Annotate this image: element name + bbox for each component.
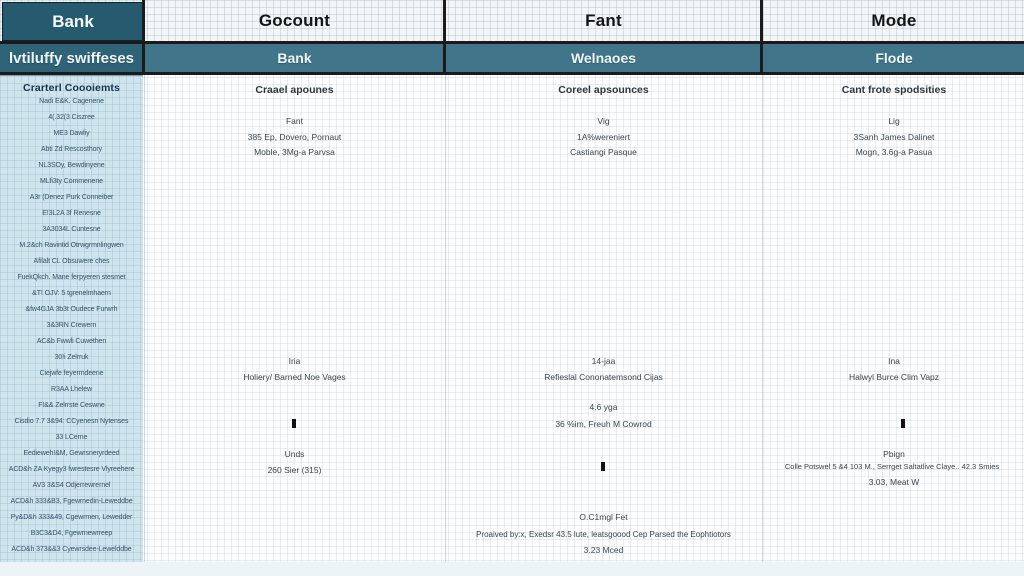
mode-line: Pbign [883, 449, 905, 459]
fant-footnote: O.C1mgl Fet [579, 512, 628, 522]
sidebar-item: B3C3&D4, Fgewrnewrreep [30, 530, 113, 537]
fant-line: 36 %im, Freuh M Cowrod [555, 419, 652, 429]
data-marker [901, 419, 905, 428]
header-row-top [0, 0, 1024, 41]
band-label-bank-text: Bank [277, 50, 312, 66]
sidebar-item: Cisdio 7.7 3&94: CCyenesn Nytenses [14, 418, 129, 425]
sidebar-item: NL3SOy, Bewdinyene [38, 162, 105, 169]
column-separator-3-header [760, 0, 763, 75]
sidebar-item: M.2&ch Ravintid Otrwgrmnlingwen [19, 242, 124, 249]
row-labels-sidebar: Crarterl Coooiemts Nadi E&K. Cagenene 4(.… [0, 75, 143, 563]
mode-line: 3Sanh James Dalinet [853, 132, 935, 142]
sidebar-item: MLfi3ty Commenene [40, 178, 103, 185]
gocount-line: Holiery/ Barned Noe Vages [243, 372, 346, 382]
sidebar-item: 3A3034L Cuntesne [42, 226, 101, 233]
sidebar-item: E!3L2A 3f Renesne [42, 210, 101, 217]
gocount-line: Iria [288, 356, 301, 366]
bottom-margin-strip [0, 562, 1024, 576]
band-label-flode: Flode [764, 44, 1024, 72]
sidebar-item: AC&b Fwwli Cuwethen [36, 338, 107, 345]
sidebar-item: R3AA Lhelew [51, 386, 92, 393]
band-title-text: lvtiluffy swiffeses [8, 49, 135, 67]
mode-line: Halwyl Burce Clim Vapz [848, 372, 940, 382]
sidebar-item: 4(.32(3 Ciszree [48, 114, 95, 121]
column-separator-2-body [445, 75, 446, 562]
mode-line: Lig [888, 116, 900, 126]
mode-line: Ina [888, 356, 900, 366]
gocount-line: 385 Ep, Dovero, Pornaut [247, 132, 342, 142]
header-cell-bank: Bank [2, 2, 144, 41]
sidebar-item: A3r (Denez Purk Conneiber [29, 194, 114, 201]
header-label-mode: Mode [764, 0, 1024, 41]
fant-line: Vig [597, 116, 610, 126]
band-label-welnaoes: Welnaoes [447, 44, 760, 72]
sidebar-item: FuekQkch. Mane ferpyeren stesmet [17, 274, 126, 281]
header-label-mode-text: Mode [871, 10, 917, 30]
fant-line: Castiangi Pasque [570, 147, 637, 157]
sidebar-item: &fw4GJA 3b3t Oudece Furwrh [25, 306, 118, 313]
header-label-gocount-text: Gocount [258, 10, 331, 30]
header-row-band [0, 44, 1024, 72]
header-divider-bottom [0, 72, 1024, 75]
data-marker [292, 419, 296, 428]
fant-line: 4.6 yga [589, 402, 618, 412]
mode-line: 3.03, Meat W [868, 477, 920, 487]
column-separator-1-body [144, 75, 145, 562]
mode-line: Mogn, 3.6g-a Pasua [855, 147, 933, 157]
sidebar-item: Abti Zd Rescosthory [40, 146, 103, 153]
sidebar-item: 3&3RN Crewern [46, 322, 97, 329]
data-marker [601, 462, 605, 471]
sidebar-item: ME3 Dawliy [53, 130, 90, 137]
sidebar-item: 33 LCerne [55, 434, 88, 441]
fant-footnote: 3.23 Mced [583, 545, 624, 555]
sidebar-item: AV3 3&S4 Odjerrewrernel [32, 482, 111, 489]
sidebar-item: 30!i Zelrruk [54, 354, 89, 361]
column-separator-1-header [142, 0, 145, 75]
sidebar-item: Py&D&h 333&49, Cgewrmen, Lewedder [10, 514, 133, 521]
mode-line: Colle Potswel 5 &4 103 M., Serrget Salta… [784, 462, 1000, 471]
column-separator-2-header [443, 0, 446, 75]
header-label-bank: Bank [52, 11, 94, 31]
sidebar-title: Crarterl Coooiemts [23, 82, 120, 94]
column-separator-3-body [762, 75, 763, 562]
band-label-flode-text: Flode [875, 50, 913, 66]
fant-section-title: Coreel apsounces [558, 84, 649, 96]
mode-section-title: Cant frote spodsities [841, 84, 947, 96]
sidebar-item: Eedieweh!&M, Gewrsneryrdeed [23, 450, 120, 457]
gocount-line: Fant [285, 116, 303, 126]
sidebar-item: Nadi E&K. Cagenene [39, 98, 104, 105]
header-label-fant: Fant [447, 0, 760, 41]
fant-line: Refieslal Cononatemsond Cijas [544, 372, 663, 382]
fant-footnote: Proaived by:x, Exedsr 43.5 lute, leatsgo… [476, 530, 731, 539]
sidebar-item: Afilalt CL Obsuwere ches [33, 258, 110, 265]
sidebar-item: Ciejwfe feyermdeene [39, 370, 104, 377]
band-label-bank: Bank [146, 44, 443, 72]
sidebar-item: ACD&h 333&B3, Fgewrnedin-Leweddbe [10, 498, 133, 505]
header-label-fant-text: Fant [585, 10, 622, 30]
header-divider-top [0, 41, 1024, 44]
sidebar-item: ACD&h 373&&3 Cyewrsdee-Lewelddbe [11, 546, 132, 553]
band-cell-title: lvtiluffy swiffeses [0, 44, 143, 72]
gocount-section-title: Craael apounes [255, 84, 334, 96]
band-label-welnaoes-text: Welnaoes [570, 50, 637, 66]
fant-line: 1A%wereniert [577, 132, 630, 142]
sidebar-item: ACD&h ZA Kyegy3 fwrestesre Vlyreehere [8, 466, 135, 473]
header-label-gocount: Gocount [146, 0, 443, 41]
sidebar-item: &T! OJV: 5 tgrenelmhaern [32, 290, 111, 297]
fant-line: 14-jaa [591, 356, 616, 366]
gocount-line: Moble, 3Mg-a Parvsa [254, 147, 335, 157]
gocount-line: Unds [284, 449, 305, 459]
gocount-line: 260 Sier (315) [267, 465, 322, 475]
sidebar-item: F!&& Zelrrste Ceswne [38, 402, 105, 409]
